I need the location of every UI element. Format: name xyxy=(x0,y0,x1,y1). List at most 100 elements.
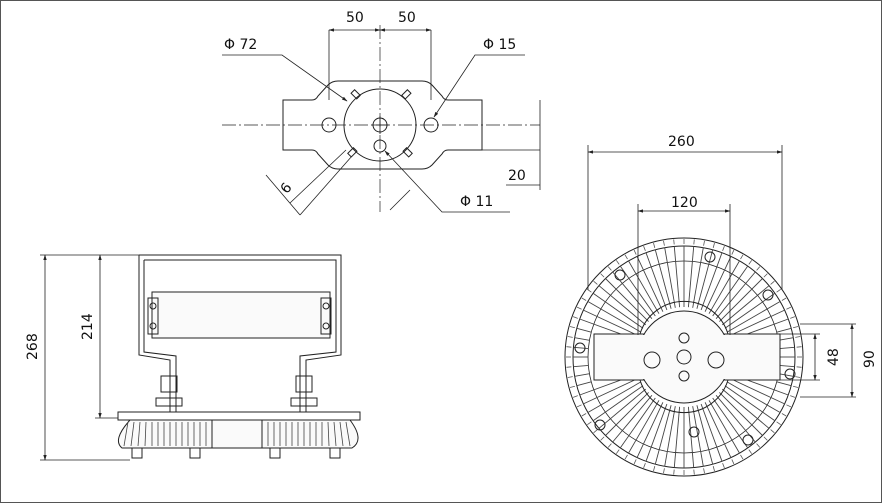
rim-tick xyxy=(572,316,578,319)
rim-tick xyxy=(600,273,605,278)
rim-tick xyxy=(643,245,646,251)
rim-tick xyxy=(607,266,612,271)
rim-tick xyxy=(653,242,656,249)
rim-tick xyxy=(566,346,572,348)
rim-tick xyxy=(566,366,572,368)
rim-tick xyxy=(633,249,637,255)
fin-line xyxy=(673,246,681,308)
fin-line xyxy=(779,346,795,350)
fin-line xyxy=(605,278,649,322)
fin-line xyxy=(619,397,656,449)
rim-tick xyxy=(572,395,578,398)
rim-tick xyxy=(607,443,612,448)
fin-line xyxy=(628,400,660,454)
rim-tick xyxy=(567,376,573,378)
rim-tick xyxy=(795,376,801,378)
fin-line xyxy=(692,247,704,308)
rim-tick xyxy=(722,463,725,469)
rim-tick xyxy=(740,254,744,260)
fin-line xyxy=(636,256,664,312)
rim-tick xyxy=(748,260,753,265)
hole-11 xyxy=(373,139,387,153)
rim-tick xyxy=(781,413,787,417)
front-view: 260 120 48 90 xyxy=(564,134,878,477)
fin-line xyxy=(727,301,781,333)
rim-tick xyxy=(663,468,665,474)
dim-120-label: 120 xyxy=(671,195,698,211)
rim-tick xyxy=(576,404,582,408)
fin-line xyxy=(715,271,756,319)
fin-line xyxy=(700,403,723,462)
fin-line xyxy=(645,252,668,311)
rim-tick xyxy=(569,385,576,388)
fin-line xyxy=(704,256,732,312)
fin-line xyxy=(696,405,714,465)
fin-line xyxy=(598,388,646,429)
fin-line xyxy=(776,327,792,333)
fin-line xyxy=(592,292,644,329)
fin-line xyxy=(687,246,695,308)
fin-line xyxy=(574,337,590,341)
fin-line xyxy=(673,406,681,468)
rim-tick xyxy=(593,429,598,434)
fin-line xyxy=(573,364,589,368)
rim-tick xyxy=(792,326,799,329)
top-view: 50 50 Φ 72 Φ 15 Φ 11 6 20 xyxy=(222,10,541,216)
dia-72-label: Φ 72 xyxy=(224,37,257,53)
fin-line xyxy=(576,327,592,333)
rim-tick xyxy=(786,404,792,408)
dim-20-label: 20 xyxy=(508,168,526,184)
hole-right-15 xyxy=(423,117,439,133)
rim-tick xyxy=(763,436,768,441)
fin-line xyxy=(722,388,770,429)
fin-line xyxy=(724,385,776,422)
fin-line xyxy=(708,260,740,314)
dim-6-label: 6 xyxy=(278,180,296,197)
fin-line xyxy=(592,385,644,422)
rim-tick xyxy=(593,280,598,285)
dia-11-label: Φ 11 xyxy=(460,194,493,210)
fin-line xyxy=(778,373,794,377)
dim-214-label: 214 xyxy=(80,313,96,340)
fin-line xyxy=(605,392,649,436)
rim-tick xyxy=(569,326,576,329)
center-hole-72 xyxy=(343,88,417,162)
rim-tick xyxy=(790,316,796,319)
rim-tick xyxy=(776,288,781,293)
rim-tick xyxy=(712,242,715,249)
rim-tick xyxy=(663,240,665,246)
fin-line xyxy=(664,406,676,467)
fin-line xyxy=(708,400,740,454)
fin-line xyxy=(636,402,664,458)
rim-tick xyxy=(600,436,605,441)
rim-tick xyxy=(567,336,573,338)
fin-line xyxy=(692,406,704,467)
rim-tick xyxy=(792,385,799,388)
rim-tick xyxy=(712,465,715,472)
rim-tick xyxy=(770,429,775,434)
rim-tick xyxy=(643,463,646,469)
dim-90-label: 90 xyxy=(862,350,878,368)
rim-tick xyxy=(576,306,582,310)
dim-50-left: 50 xyxy=(346,10,364,26)
rim-tick xyxy=(581,297,587,301)
driver-box xyxy=(151,291,331,339)
fin-line xyxy=(724,292,776,329)
fin-line xyxy=(719,392,763,436)
rim-tick xyxy=(673,469,675,475)
fin-line xyxy=(687,406,695,468)
side-view: 268 214 xyxy=(25,254,361,461)
fin-line xyxy=(715,395,756,443)
fin-line xyxy=(628,260,660,314)
rim-tick xyxy=(624,454,628,460)
fin-line xyxy=(587,381,641,413)
rim-tick xyxy=(776,421,781,426)
fin-line xyxy=(778,337,794,341)
fin-line xyxy=(729,309,785,337)
dim-268-label: 268 xyxy=(25,333,41,360)
rim-tick xyxy=(693,239,695,245)
fin-line xyxy=(654,405,672,465)
rim-tick xyxy=(633,459,637,465)
hole-left-15 xyxy=(321,117,337,133)
